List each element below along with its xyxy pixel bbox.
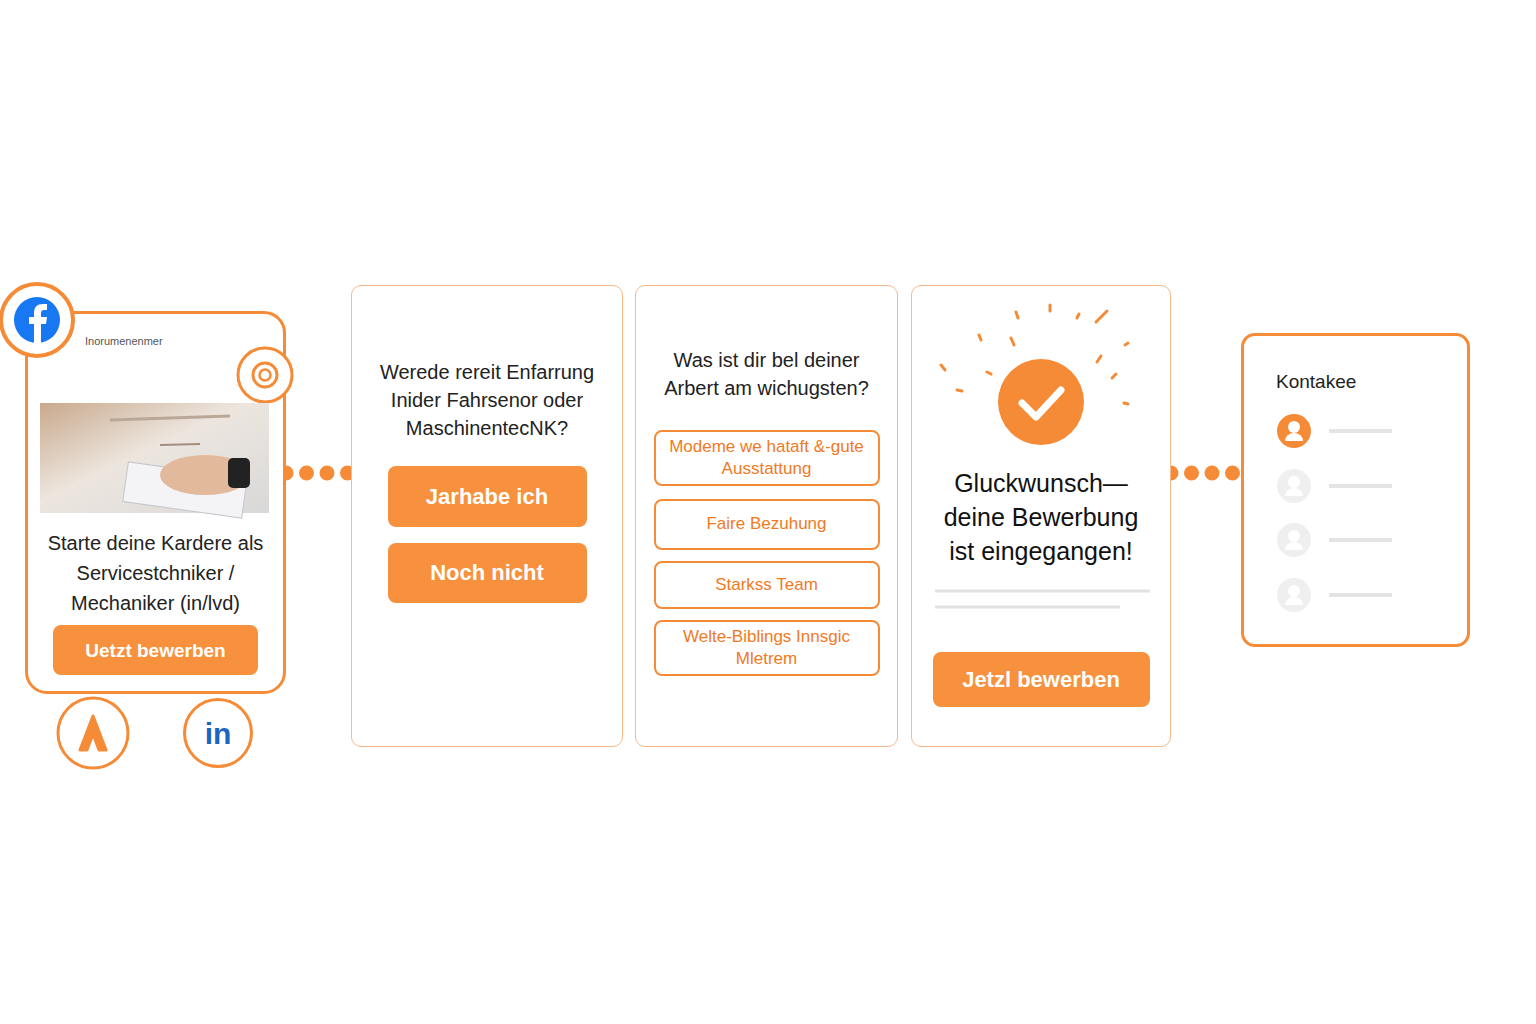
node-text: Modeme we hataft &-gute Ausstattung [656, 436, 878, 480]
cta-button: Uetzt bewerben [53, 625, 258, 675]
dotted-connector [1171, 466, 1241, 481]
node-text: in [199, 714, 238, 753]
node-text: Werede rereit Enfarrung Inider Fahrsenor… [362, 358, 612, 442]
option-box: Faire Bezuhung [654, 499, 880, 550]
option-box: Modeme we hataft &-gute Ausstattung [654, 430, 880, 486]
dotted-connector [286, 466, 351, 481]
question-panel: Werede rereit Enfarrung Inider Fahrsenor… [351, 285, 623, 747]
node-text: Inorumenenmer [85, 334, 265, 348]
node-text: Starte deine Kardere als Servicestchnike… [30, 528, 281, 618]
option-box: Starkss Team [654, 561, 880, 609]
node-text: Kontakee [1276, 370, 1456, 394]
node-text: Jetzl bewerben [956, 665, 1126, 694]
a-logo [80, 716, 106, 750]
node-text: Was ist dir bel deiner Arbert am wichugs… [646, 346, 887, 402]
node-text: Gluckwunsch— deine Bewerbung ist eingega… [936, 466, 1146, 568]
node-text: Welte-Biblings Innsgic Mletrem [656, 626, 878, 670]
node-text: Jarhabe ich [420, 482, 554, 511]
node-text: Noch nicht [424, 558, 550, 587]
contacts-panel: Kontakee [1241, 333, 1470, 647]
node-text: Starkss Team [709, 574, 824, 596]
answer-button: Jarhabe ich [388, 466, 587, 527]
a-ring [58, 698, 128, 768]
node-text: Faire Bezuhung [700, 513, 832, 535]
question-panel: Was ist dir bel deiner Arbert am wichugs… [635, 285, 898, 747]
node-text: Uetzt bewerben [79, 638, 231, 663]
ad-card: InorumenenmerStarte deine Kardere als Se… [25, 311, 286, 694]
cta-button: Jetzl bewerben [933, 652, 1150, 707]
option-box: Welte-Biblings Innsgic Mletrem [654, 620, 880, 676]
answer-button: Noch nicht [388, 543, 587, 603]
confirmation-panel: Gluckwunsch— deine Bewerbung ist eingega… [911, 285, 1171, 747]
linkedin-badge: in [183, 698, 253, 768]
